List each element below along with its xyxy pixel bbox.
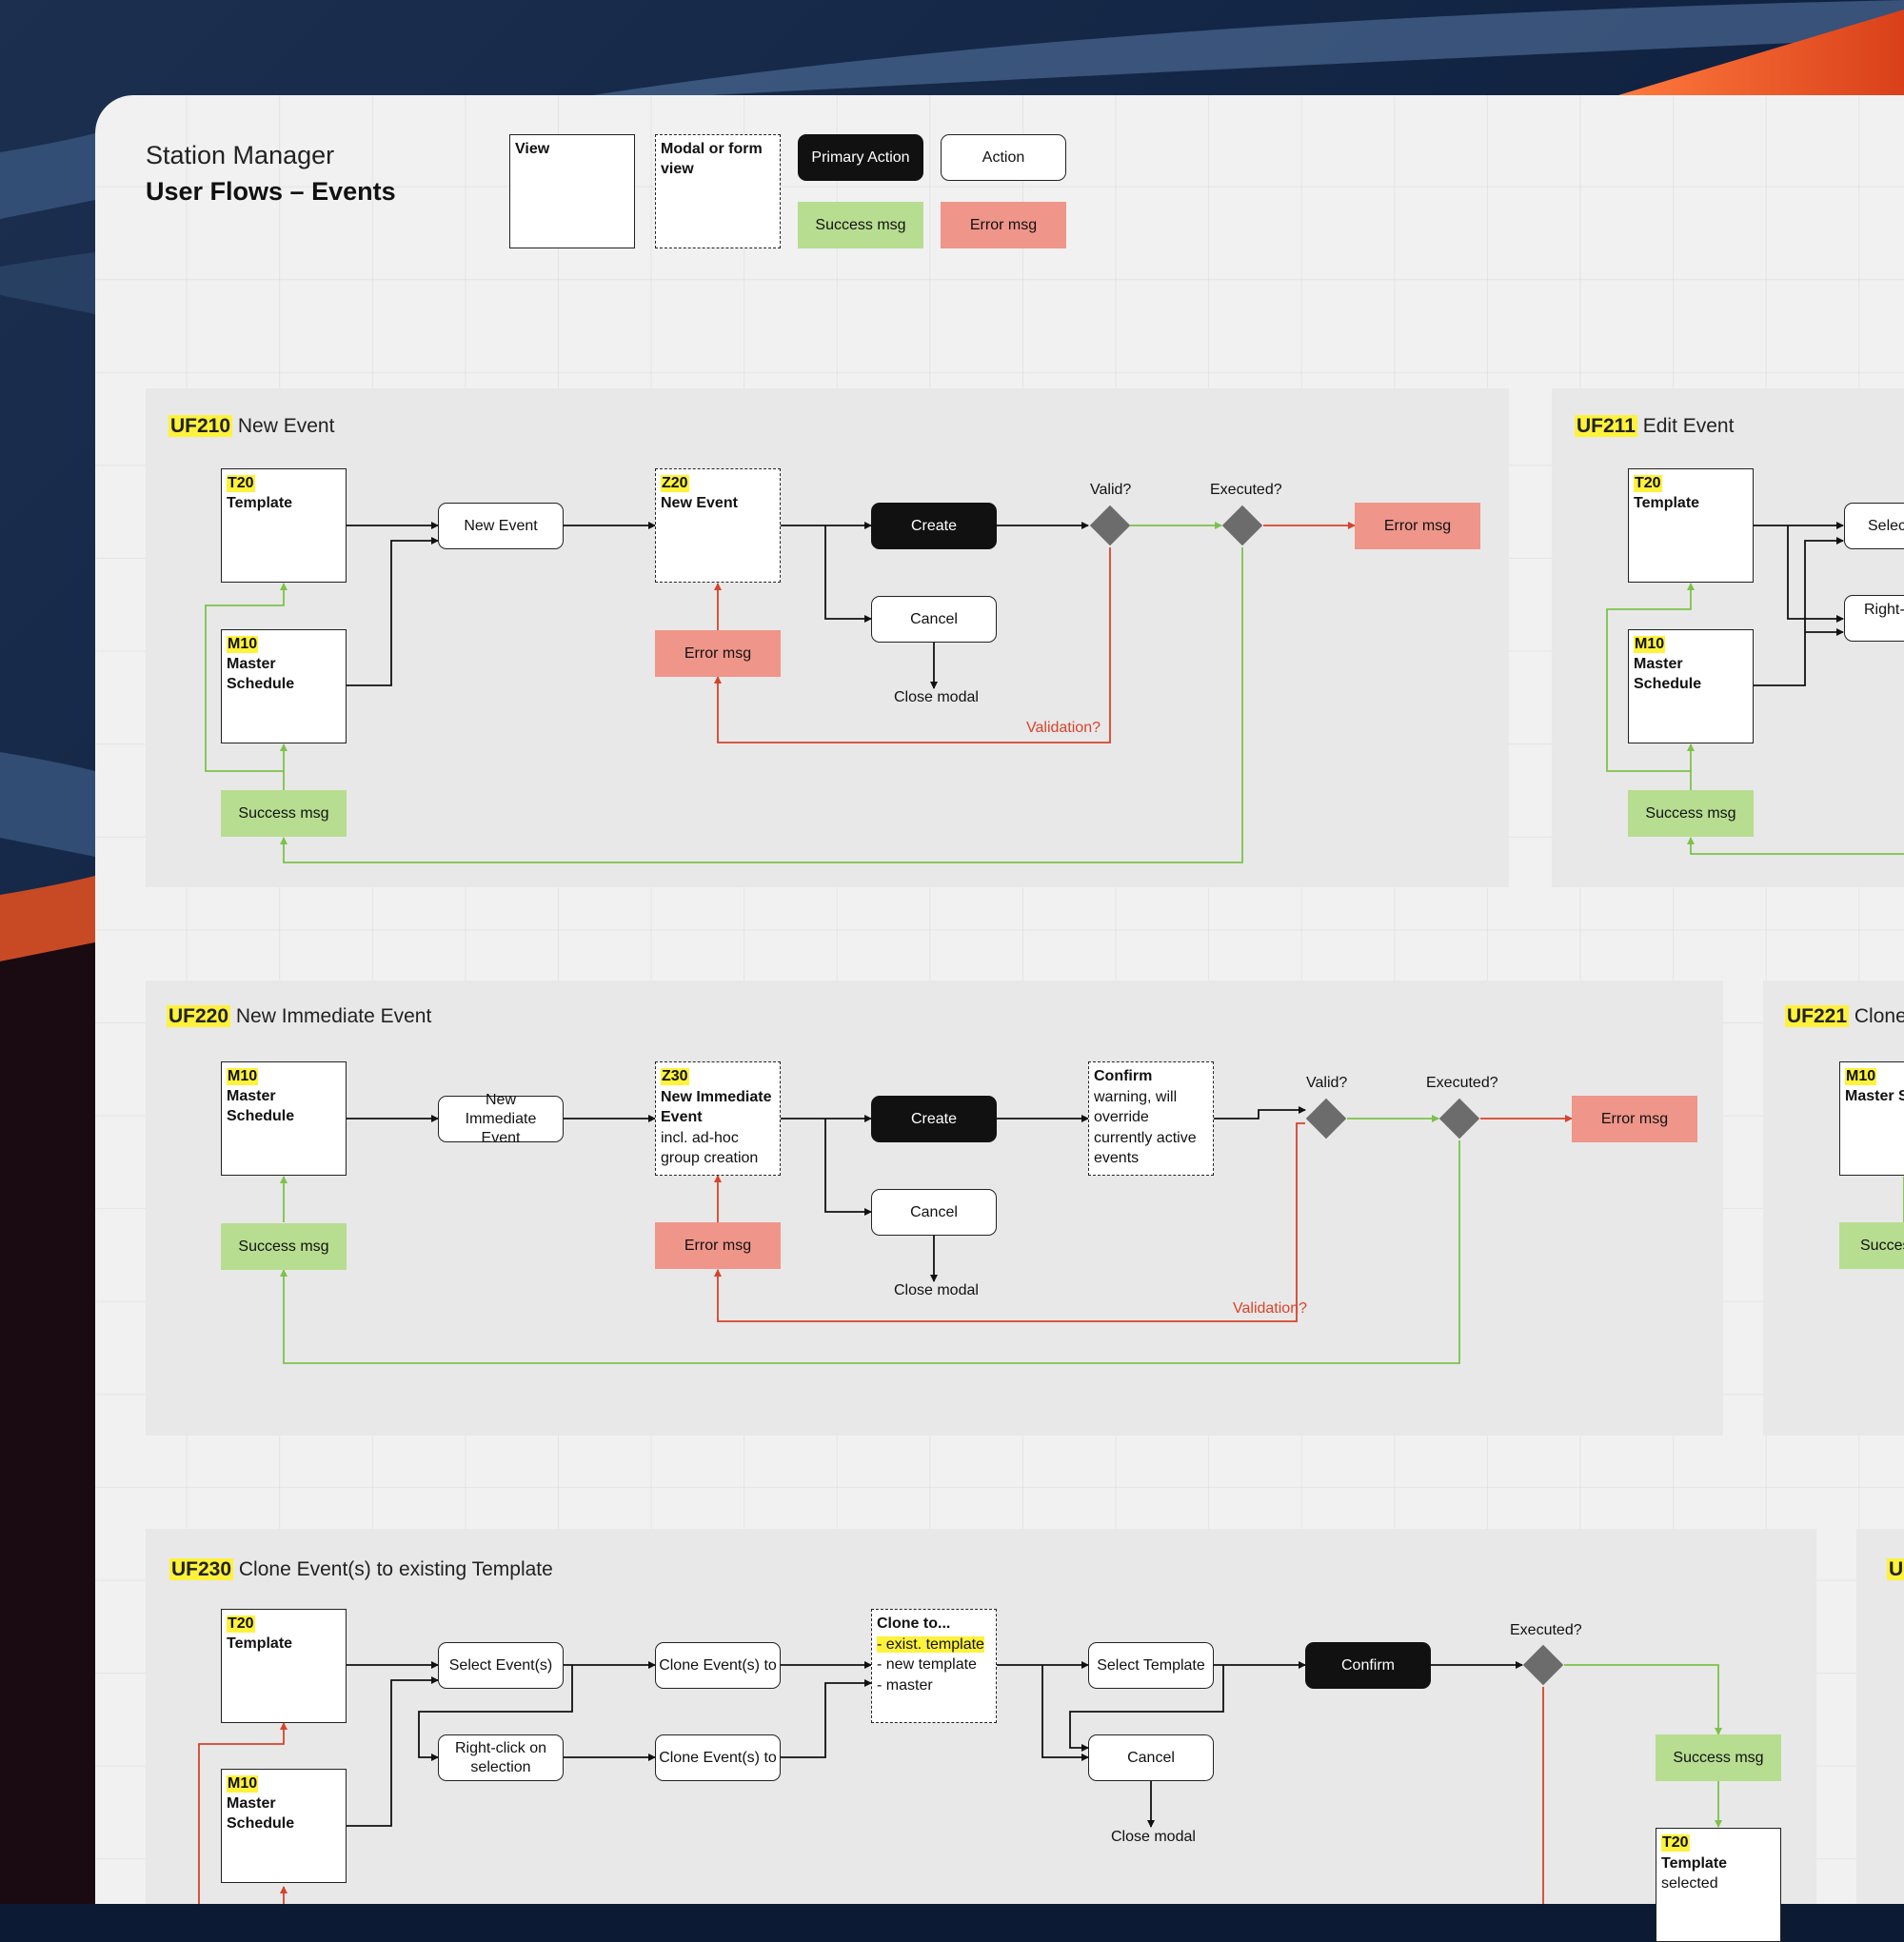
uf210-cancel-button[interactable]: Cancel — [871, 596, 997, 643]
uf211-select-button[interactable]: Selec — [1844, 503, 1904, 549]
uf23x-group — [1856, 1529, 1904, 1904]
uf220-new-immediate-event-button[interactable]: New Immediate Event — [438, 1092, 564, 1146]
uf220-title: UF220 New Immediate Event — [167, 1005, 432, 1027]
uf220-error-msg: Error msg — [1572, 1096, 1697, 1142]
uf230-clone-to-menu[interactable]: Clone to... - exist. template - new temp… — [871, 1609, 997, 1723]
uf230-title: UF230 Clone Event(s) to existing Templat… — [169, 1558, 553, 1580]
legend-view: View — [509, 134, 635, 248]
legend-modal: Modal or form view — [655, 134, 781, 248]
uf220-cancel-button[interactable]: Cancel — [871, 1189, 997, 1236]
uf230-select-events-button[interactable]: Select Event(s) — [438, 1642, 564, 1689]
uf210-validation-label: Validation? — [1026, 720, 1101, 736]
uf230-confirm-button[interactable]: Confirm — [1305, 1642, 1431, 1689]
uf220-executed-label: Executed? — [1426, 1075, 1498, 1091]
uf230-clone-events-to-button-2[interactable]: Clone Event(s) to — [655, 1734, 781, 1781]
uf220-create-button[interactable]: Create — [871, 1096, 997, 1142]
uf210-success-msg: Success msg — [221, 790, 347, 837]
uf220-validation-label: Validation? — [1233, 1300, 1307, 1317]
uf211-right-click-button[interactable]: Right-cev — [1844, 595, 1904, 642]
uf221-success-msg: Succes — [1839, 1222, 1904, 1269]
uf23x-title: U — [1887, 1558, 1904, 1580]
uf230-clone-option-new[interactable]: - new template — [877, 1656, 977, 1673]
uf220-modal-error-msg: Error msg — [655, 1222, 781, 1269]
uf211-title: UF211 Edit Event — [1575, 415, 1735, 437]
uf230-clone-events-to-button-1[interactable]: Clone Event(s) to — [655, 1642, 781, 1689]
uf230-select-template-button[interactable]: Select Template — [1088, 1642, 1214, 1689]
uf210-executed-label: Executed? — [1210, 482, 1282, 498]
legend-action: Action — [941, 134, 1066, 181]
uf210-modal-error-msg: Error msg — [655, 630, 781, 677]
app-name: Station Manager — [146, 141, 335, 169]
uf210-title: UF210 New Event — [169, 415, 335, 437]
legend-error-msg: Error msg — [941, 202, 1066, 248]
uf211-success-msg: Success msg — [1628, 790, 1754, 837]
uf210-close-modal: Close modal — [894, 689, 979, 705]
uf230-cancel-button[interactable]: Cancel — [1088, 1734, 1214, 1781]
uf210-error-msg: Error msg — [1355, 503, 1480, 549]
uf210-create-button[interactable]: Create — [871, 503, 997, 549]
uf230-clone-option-master[interactable]: - master — [877, 1676, 933, 1694]
legend-success-msg: Success msg — [798, 202, 923, 248]
legend-primary-action: Primary Action — [798, 134, 923, 181]
uf230-close-modal: Close modal — [1111, 1829, 1196, 1845]
uf230-right-click-button[interactable]: Right-click on selection — [438, 1734, 564, 1781]
uf210-valid-label: Valid? — [1090, 482, 1132, 498]
uf220-success-msg: Success msg — [221, 1223, 347, 1270]
uf221-group — [1763, 981, 1904, 1436]
uf230-executed-label: Executed? — [1510, 1622, 1582, 1638]
uf230-success-msg: Success msg — [1656, 1734, 1781, 1781]
uf221-title: UF221 Clone a — [1785, 1005, 1904, 1027]
uf210-new-event-button[interactable]: New Event — [438, 503, 564, 549]
page-title: User Flows – Events — [146, 177, 396, 206]
uf230-clone-option-existing[interactable]: - exist. template — [877, 1635, 984, 1653]
uf220-valid-label: Valid? — [1306, 1075, 1348, 1091]
uf210-group — [146, 388, 1509, 887]
uf220-close-modal: Close modal — [894, 1282, 979, 1298]
